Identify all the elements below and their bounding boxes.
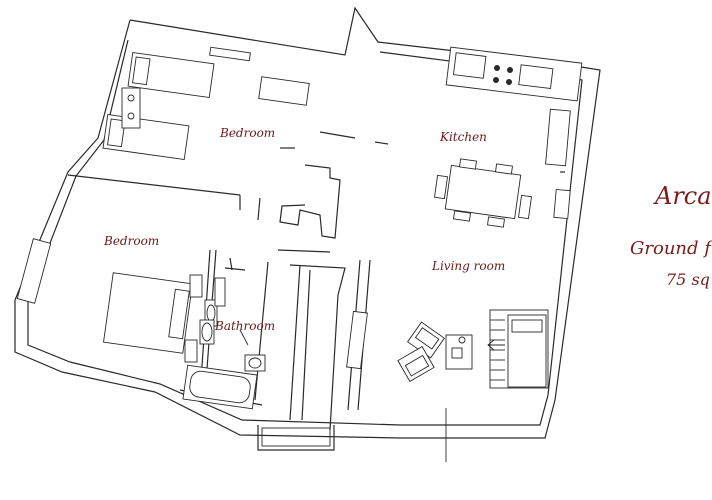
room-labels: Bedroom Kitchen Bedroom Living room Bath… [103,126,505,333]
room-label-kitchen: Kitchen [439,130,487,144]
bedroom-2-furniture [16,238,203,363]
room-label-living-room: Living room [431,259,505,273]
area-label: 75 sq [666,270,710,289]
bedroom-1-furniture [102,46,310,161]
room-label-bedroom-1: Bedroom [219,126,275,140]
kitchen-furniture [434,46,583,228]
bathroom-fixtures [182,277,266,410]
property-title: Arca [655,182,712,210]
room-label-bedroom-2: Bedroom [103,234,159,248]
floor-label: Ground f [630,238,711,259]
room-label-bathroom: Bathroom [214,319,275,333]
living-room-furniture [346,171,571,462]
